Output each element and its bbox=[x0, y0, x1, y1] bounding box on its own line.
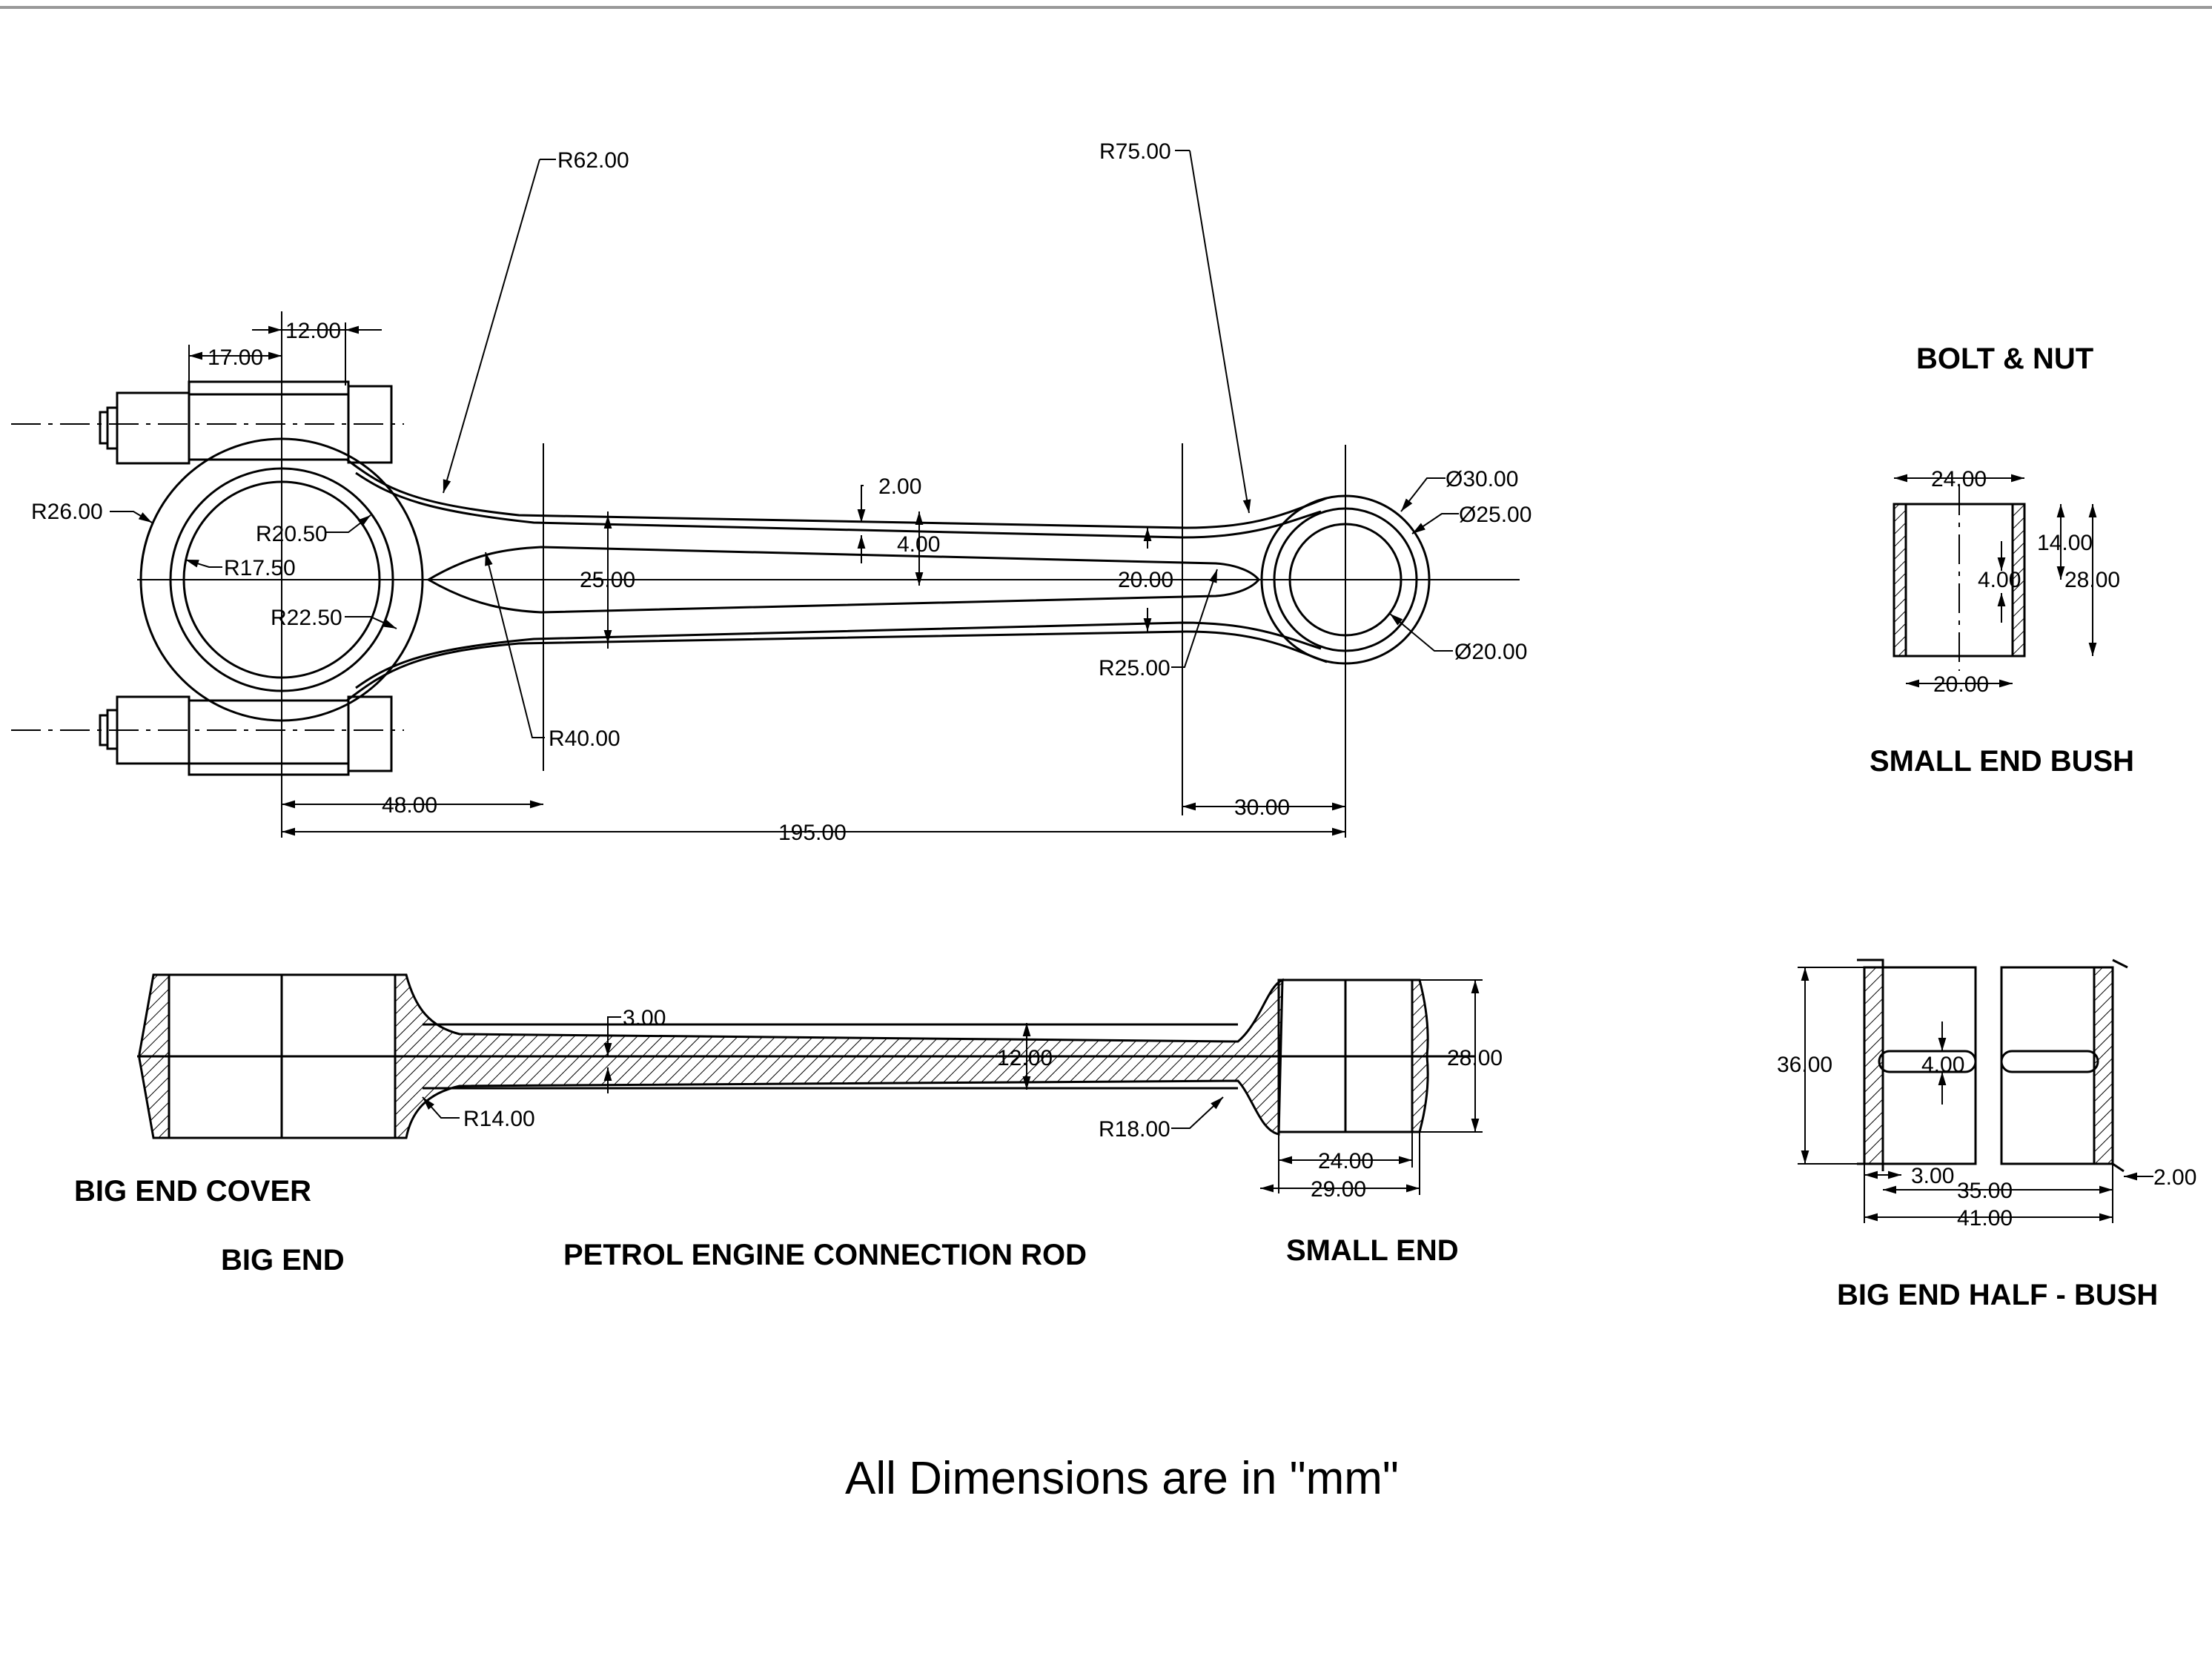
title-small-end: SMALL END bbox=[1286, 1234, 1459, 1267]
dim-r75: R75.00 bbox=[1099, 139, 1171, 164]
dim-r18: R18.00 bbox=[1099, 1117, 1170, 1142]
side-view-dimensions: 3.00 12.00 28.00 R14.00 R18.00 24.00 29.… bbox=[422, 979, 1503, 1202]
dim-phi30: Ø30.00 bbox=[1446, 467, 1518, 491]
dim-r17-5: R17.50 bbox=[224, 556, 296, 580]
dim-2: 2.00 bbox=[878, 474, 921, 499]
hb-dim-36: 36.00 bbox=[1777, 1053, 1832, 1077]
nut-bottom bbox=[347, 695, 393, 772]
dim-phi20: Ø20.00 bbox=[1454, 640, 1527, 664]
small-end-bush-view: 24.00 20.00 14.00 28.00 4.00 bbox=[1893, 467, 2120, 697]
dim-29: 29.00 bbox=[1311, 1177, 1366, 1202]
title-small-end-bush: SMALL END BUSH bbox=[1870, 745, 2134, 778]
dim-r14: R14.00 bbox=[463, 1107, 535, 1131]
front-view-dimensions: R62.00 R75.00 12.00 17.00 R26.00 R20.50 … bbox=[31, 139, 1531, 845]
bush-dim-4: 4.00 bbox=[1978, 568, 2021, 592]
hb-dim-3: 3.00 bbox=[1911, 1164, 1954, 1188]
dim-r26: R26.00 bbox=[31, 500, 103, 524]
dim-25: 25.00 bbox=[580, 568, 635, 592]
oil-slot-right bbox=[2000, 1050, 2099, 1073]
hb-dim-41: 41.00 bbox=[1957, 1206, 2013, 1231]
title-big-end-cover: BIG END COVER bbox=[74, 1175, 311, 1208]
side-view bbox=[137, 973, 1475, 1139]
dim-17: 17.00 bbox=[208, 345, 263, 370]
dim-30: 30.00 bbox=[1234, 795, 1290, 820]
dim-12: 12.00 bbox=[285, 319, 341, 343]
rod-outline-bottom bbox=[346, 630, 1328, 702]
front-view bbox=[11, 311, 1520, 838]
hb-dim-2: 2.00 bbox=[2153, 1165, 2196, 1190]
bush-dim-24: 24.00 bbox=[1931, 467, 1987, 491]
hb-dim-35: 35.00 bbox=[1957, 1179, 2013, 1203]
dim-4: 4.00 bbox=[897, 532, 940, 557]
bush-dim-28: 28.00 bbox=[2064, 568, 2120, 592]
bush-dim-14: 14.00 bbox=[2037, 531, 2093, 555]
dim-r22-5: R22.50 bbox=[271, 606, 342, 630]
title-big-end: BIG END bbox=[221, 1244, 345, 1276]
dim-12b: 12.00 bbox=[997, 1046, 1053, 1070]
dim-r20-5: R20.50 bbox=[256, 522, 328, 546]
big-end-half-bush-view: 36.00 4.00 3.00 35.00 41.00 2.00 bbox=[1777, 958, 2196, 1231]
dim-r40: R40.00 bbox=[549, 726, 620, 751]
dim-r25: R25.00 bbox=[1099, 656, 1170, 681]
title-big-end-half-bush: BIG END HALF - BUSH bbox=[1837, 1279, 2158, 1311]
dim-phi25: Ø25.00 bbox=[1459, 503, 1531, 527]
dim-195: 195.00 bbox=[778, 821, 847, 845]
dim-20: 20.00 bbox=[1118, 568, 1173, 592]
dim-48: 48.00 bbox=[382, 793, 437, 818]
units-note: All Dimensions are in "mm" bbox=[845, 1453, 1399, 1504]
dim-r62: R62.00 bbox=[557, 148, 629, 173]
hb-dim-4: 4.00 bbox=[1921, 1053, 1964, 1077]
dim-24: 24.00 bbox=[1318, 1149, 1374, 1173]
dim-28: 28.00 bbox=[1447, 1046, 1503, 1070]
title-main: PETROL ENGINE CONNECTION ROD bbox=[563, 1239, 1087, 1271]
bush-dim-20: 20.00 bbox=[1933, 672, 1989, 697]
rod-outline-top bbox=[346, 458, 1328, 529]
title-bolt-nut: BOLT & NUT bbox=[1916, 342, 2093, 375]
dim-3: 3.00 bbox=[623, 1006, 666, 1030]
oil-slot-left bbox=[1878, 1050, 1977, 1073]
